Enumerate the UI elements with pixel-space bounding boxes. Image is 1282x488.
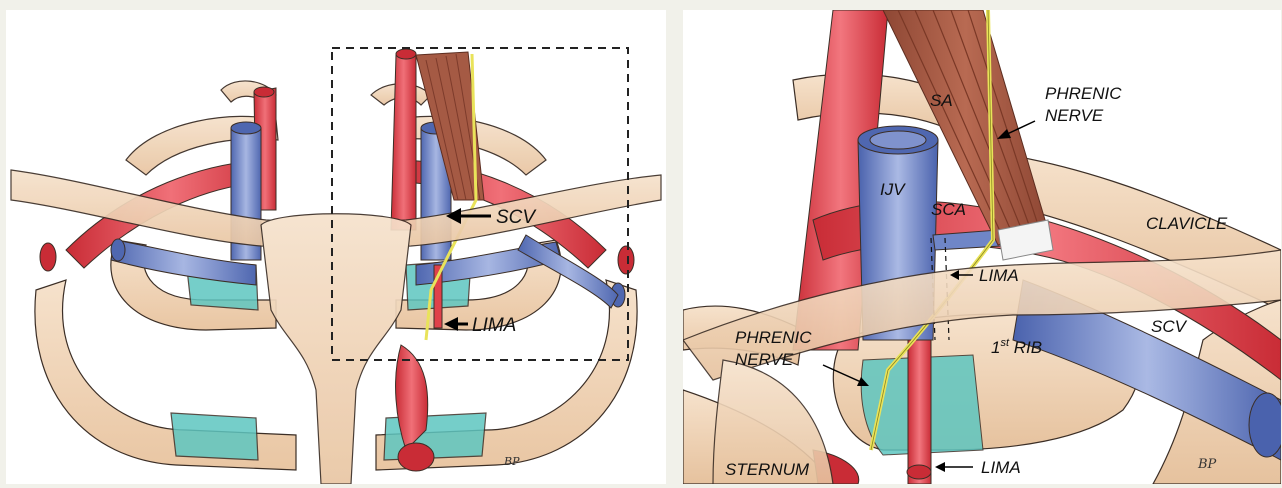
overview-illustration: SCV LIMA BP <box>6 10 666 484</box>
label-sa: SA <box>930 91 953 110</box>
label-scv: SCV <box>1151 317 1188 336</box>
lima-lower-callout: LIMA <box>935 458 1021 477</box>
closeup-illustration: SA PHRENIC NERVE IJV SCA CLAVICLE LIMA 1… <box>683 10 1281 484</box>
phrenic-nerve-callout: PHRENIC NERVE <box>997 84 1122 139</box>
label-nerve-line2: NERVE <box>1045 106 1104 125</box>
artist-signature: BP <box>1197 457 1217 472</box>
label-lima-lower: LIMA <box>981 458 1021 477</box>
thoracic-inlet-closeup-svg: SA PHRENIC NERVE IJV SCA CLAVICLE LIMA 1… <box>683 10 1281 484</box>
label-ijv: IJV <box>880 180 906 199</box>
label-phrenic-line1: PHRENIC <box>1045 84 1122 103</box>
thoracic-inlet-overview-svg: SCV LIMA BP <box>6 10 666 484</box>
label-lima: LIMA <box>472 315 516 336</box>
label-first-rib: 1st RIB <box>991 337 1042 357</box>
label-nerve-lower-line2: NERVE <box>735 350 794 369</box>
label-phrenic-lower-line1: PHRENIC <box>735 328 812 347</box>
label-scv: SCV <box>496 207 537 228</box>
label-sca: SCA <box>931 200 966 219</box>
label-sternum: STERNUM <box>725 460 810 479</box>
label-clavicle: CLAVICLE <box>1146 214 1228 233</box>
artist-signature: BP <box>503 455 520 468</box>
label-lima-upper: LIMA <box>979 266 1019 285</box>
first-ribs <box>126 81 546 175</box>
